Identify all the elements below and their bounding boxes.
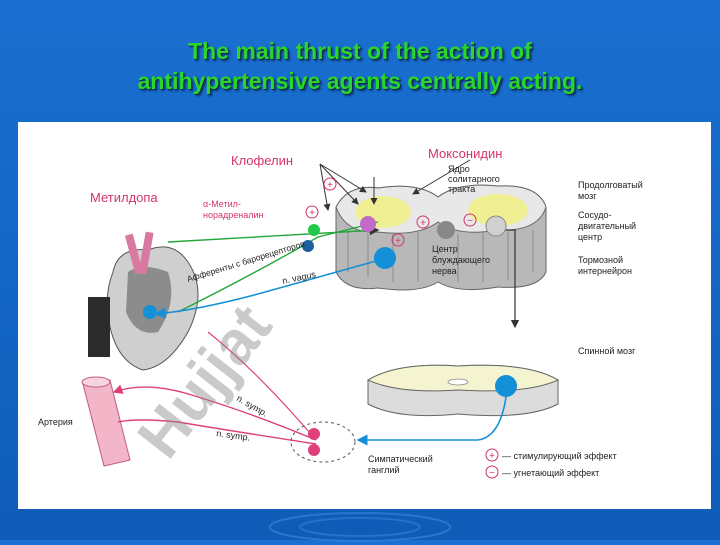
label-vasomotor-3: центр: [578, 232, 602, 242]
slide-title: The main thrust of the action of antihyp…: [40, 36, 680, 96]
green-path-methyldopa: [167, 225, 380, 243]
label-vasomotor-1: Сосудо-: [578, 210, 611, 220]
solitary-node-icon: [360, 216, 376, 232]
minus-marker-1: −: [467, 216, 473, 227]
legend-stimulating: — стимулирующий эффект: [502, 451, 617, 461]
moxonidine-arrow: [412, 159, 471, 195]
legend-inhibiting: — угнетающий эффект: [502, 468, 599, 478]
blue-path-spinal-ganglion: [356, 396, 507, 446]
legend-minus-icon: −: [489, 468, 495, 479]
slide-title-line-1: The main thrust of the action of: [188, 38, 532, 64]
effect-markers: + + + + −: [305, 177, 477, 247]
vasomotor-node-icon: [485, 215, 507, 237]
spinal-node-icon: [495, 375, 517, 397]
ganglion-node-2-icon: [308, 444, 320, 456]
label-methyldopa: Метилдопа: [90, 190, 158, 205]
blue-node-icon: [302, 240, 314, 252]
clonidine-arrow-1: [319, 163, 359, 205]
slide-title-line-2: antihypertensive agents centrally acting…: [137, 68, 583, 94]
label-vagus-center-2: блуждающего: [432, 255, 490, 265]
label-artery: Артерия: [38, 417, 73, 427]
plus-marker-3: +: [420, 218, 426, 229]
pink-path-symp-artery: [112, 384, 317, 441]
clonidine-arrow-3: [319, 163, 331, 211]
label-vagus-center-1: Центр: [432, 244, 458, 254]
label-moxonidine: Моксонидин: [428, 146, 502, 161]
label-n-symp-2: n. symp.: [216, 428, 251, 443]
plus-marker-2: +: [309, 208, 315, 219]
label-inhib-1: Тормозной: [578, 255, 623, 265]
vagus-center-node-icon: [374, 247, 396, 269]
label-clonidine: Клофелин: [231, 153, 293, 168]
diagram-panel: + + + + − Клофелин Моксонидин Метилдопа …: [18, 122, 711, 509]
label-vagus-center-3: нерва: [432, 266, 457, 276]
green-path-baroreceptor: [177, 221, 379, 313]
green-node-icon: [308, 224, 320, 236]
ganglion-ellipse: [290, 421, 356, 463]
label-medulla-1: Продолговатый: [578, 180, 643, 190]
label-spinal-cord: Спинной мозг: [578, 346, 636, 356]
label-n-vagus: n. vagus: [281, 269, 317, 286]
spinal-cord-block: [366, 364, 560, 417]
label-ganglion-1: Симпатический: [368, 454, 433, 464]
pink-path-symp-heart: [117, 419, 317, 445]
label-medulla-2: мозг: [578, 191, 597, 201]
decorative-swirl: [269, 512, 451, 542]
heart-illustration: [88, 231, 199, 371]
plus-marker-4: +: [395, 236, 401, 247]
legend-plus-icon: +: [489, 451, 495, 462]
label-ganglion-2: ганглий: [368, 465, 399, 475]
legend: + — стимулирующий эффект − — угнетающий …: [485, 448, 617, 479]
clonidine-arrow-2: [319, 163, 367, 193]
label-inhib-2: интернейрон: [578, 266, 632, 276]
diagram-svg: + + + + − Клофелин Моксонидин Метилдопа …: [38, 146, 643, 479]
label-solitary-3: тракта: [448, 184, 475, 194]
label-solitary-1: Ядро: [448, 164, 470, 174]
blue-path-vagus: [154, 258, 384, 319]
descending-path: [506, 229, 520, 329]
inhib-interneuron-node-icon: [437, 221, 455, 239]
label-solitary-2: солитарного: [448, 174, 500, 184]
pink-path-symp-up: [207, 331, 317, 441]
label-vasomotor-2: двигательный: [578, 221, 636, 231]
plus-marker-1: +: [327, 180, 333, 191]
ganglion-node-1-icon: [308, 428, 320, 440]
label-alpha-methyl: α-Метил-: [203, 199, 241, 209]
artery-illustration: [81, 376, 131, 467]
label-noradrenaline: норадреналин: [203, 210, 264, 220]
